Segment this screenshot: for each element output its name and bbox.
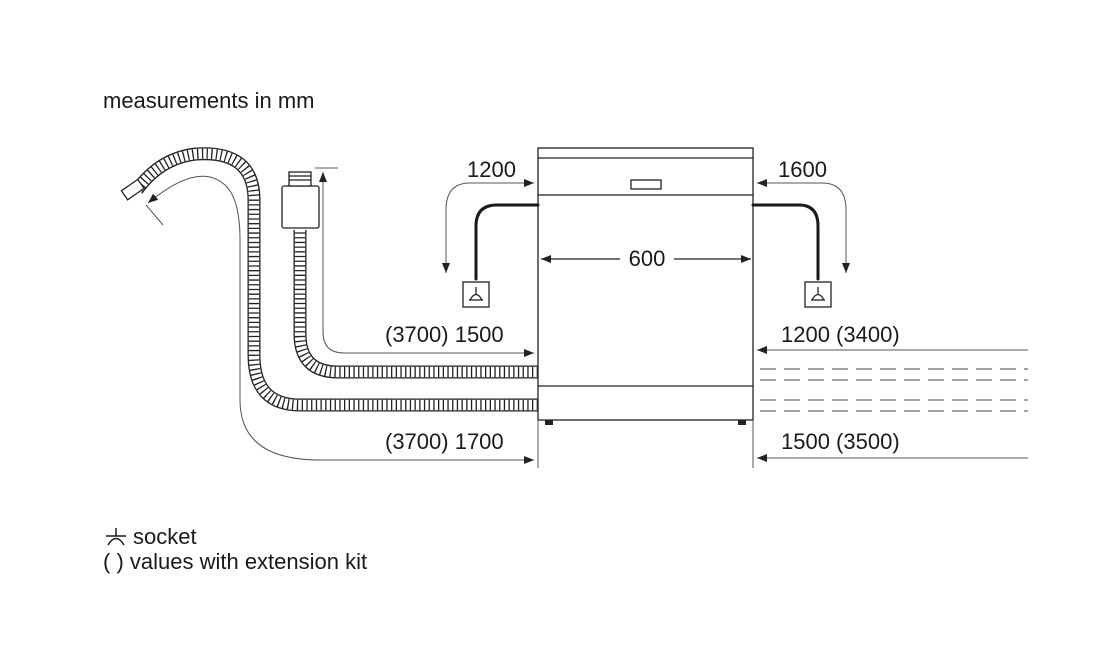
width-dimension: 600	[541, 246, 751, 271]
dishwasher	[537, 147, 754, 425]
right-water-cable: 1600	[751, 157, 850, 308]
door-handle	[630, 179, 662, 190]
right-inlet-hose-length: 1500 (3500)	[781, 429, 900, 454]
legend: socket ( ) values with extension kit	[103, 524, 367, 574]
units-note: measurements in mm	[103, 88, 315, 113]
left-cable-length: 1200	[467, 157, 516, 182]
socket-icon	[106, 528, 126, 546]
dishwasher-body	[537, 147, 754, 421]
left-foot	[545, 420, 553, 425]
legend-extension-label: ( ) values with extension kit	[103, 549, 367, 574]
right-drain-hose-length: 1200 (3400)	[781, 322, 900, 347]
right-foot	[738, 420, 746, 425]
left-drain-hose-length: (3700) 1500	[385, 322, 504, 347]
left-power-cable: 1200	[442, 157, 540, 308]
hose-spout	[120, 178, 145, 201]
right-hose-dimensions: 1200 (3400) 1500 (3500)	[757, 322, 1028, 462]
left-drain-hose: (3700) 1500	[281, 167, 538, 379]
aquastop-valve-box	[281, 185, 320, 229]
right-cable-length: 1600	[778, 157, 827, 182]
width-value: 600	[629, 246, 666, 271]
left-inlet-hose: (3700) 1700	[120, 147, 538, 464]
legend-socket-label: socket	[133, 524, 197, 549]
valve-connector	[288, 171, 312, 187]
left-inlet-hose-length: (3700) 1700	[385, 429, 504, 454]
